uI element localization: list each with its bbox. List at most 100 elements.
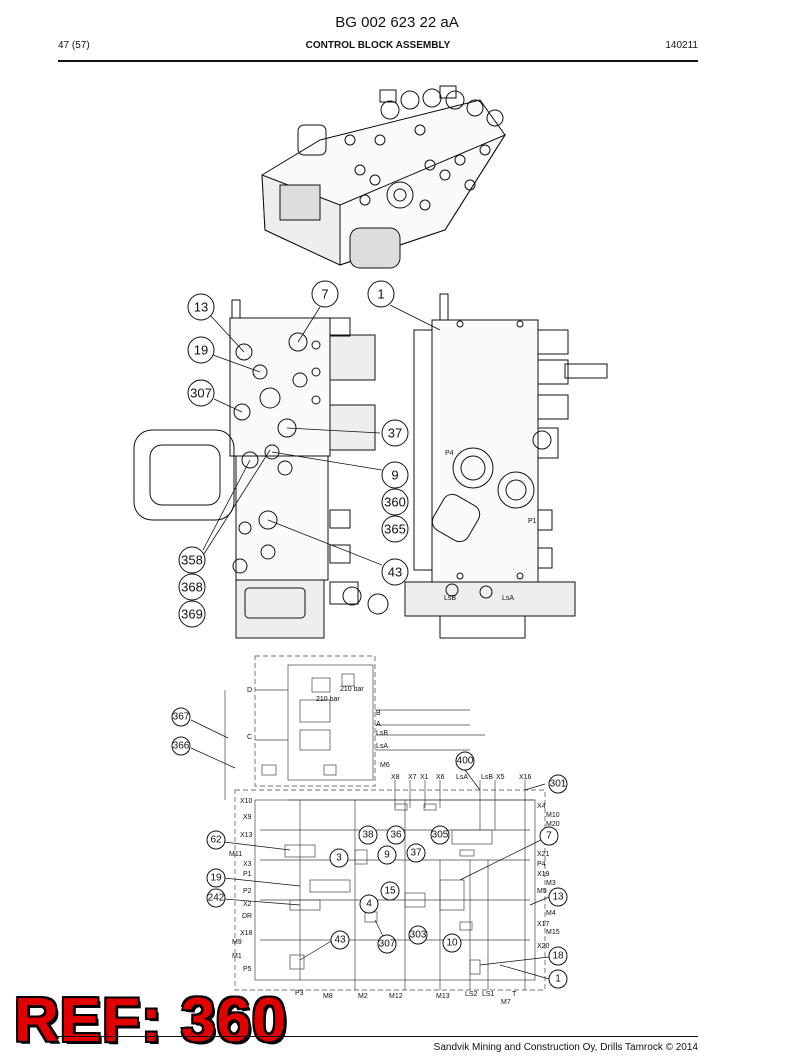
callout-13: 13 bbox=[187, 293, 215, 321]
callout-368: 368 bbox=[178, 573, 206, 601]
callout-9: 9 bbox=[381, 461, 409, 489]
schematic-callout-307: 307 bbox=[377, 934, 397, 954]
port-label: LsB bbox=[481, 774, 493, 781]
schematic-bottom-ports: P3 M8 M2 M12 M13 LS2 LS1 T M7 bbox=[295, 990, 517, 1006]
callout-360: 360 bbox=[381, 488, 409, 516]
callout-43: 43 bbox=[381, 558, 409, 586]
schematic-callout-1: 1 bbox=[548, 969, 568, 989]
port-label: LS1 bbox=[482, 991, 495, 998]
schematic-left-ports: D C X10 X9 X13 M11 X3 P1 P2 X2 DR X18 M9… bbox=[229, 687, 253, 973]
svg-text:400: 400 bbox=[457, 756, 474, 767]
svg-text:7: 7 bbox=[546, 831, 552, 842]
port-label: X18 bbox=[240, 930, 253, 937]
svg-text:365: 365 bbox=[384, 522, 406, 537]
port-label: X1 bbox=[420, 774, 429, 781]
port-label: B bbox=[376, 710, 381, 717]
header-row: 47 (57) CONTROL BLOCK ASSEMBLY 140211 bbox=[58, 40, 698, 56]
svg-text:367: 367 bbox=[173, 712, 190, 723]
port-label: P1 bbox=[243, 871, 252, 878]
svg-text:366: 366 bbox=[173, 741, 190, 752]
schematic-callout-303: 303 bbox=[408, 925, 428, 945]
svg-text:368: 368 bbox=[181, 580, 203, 595]
schematic-inner-ports: B A LsB LsA M6 bbox=[376, 710, 390, 769]
svg-text:360: 360 bbox=[384, 495, 406, 510]
document-number: BG 002 623 22 aA bbox=[335, 14, 459, 31]
callout-307: 307 bbox=[187, 379, 215, 407]
svg-text:36: 36 bbox=[390, 830, 402, 841]
svg-text:43: 43 bbox=[388, 565, 402, 580]
port-label: X7 bbox=[408, 774, 417, 781]
port-label: LsA bbox=[456, 774, 468, 781]
callout-369: 369 bbox=[178, 600, 206, 628]
port-label: M3 bbox=[546, 880, 556, 887]
svg-text:1: 1 bbox=[377, 287, 384, 302]
port-label-p4: P4 bbox=[445, 450, 454, 457]
schematic-callout-15: 15 bbox=[380, 881, 400, 901]
schematic-callout-62: 62 bbox=[206, 830, 226, 850]
svg-text:13: 13 bbox=[552, 892, 564, 903]
port-label: M20 bbox=[546, 821, 560, 828]
svg-text:305: 305 bbox=[432, 830, 449, 841]
schematic-pressure-labels: 210 bar 210 bar bbox=[316, 686, 364, 703]
port-label: X21 bbox=[537, 851, 550, 858]
port-label: X17 bbox=[537, 921, 550, 928]
port-label: P4 bbox=[537, 861, 546, 868]
svg-text:10: 10 bbox=[446, 938, 458, 949]
footer-divider bbox=[58, 1036, 698, 1037]
page-number: 47 (57) bbox=[58, 40, 90, 51]
schematic-callout-36: 36 bbox=[386, 825, 406, 845]
page-title: CONTROL BLOCK ASSEMBLY bbox=[305, 40, 451, 51]
port-label: LsA bbox=[376, 743, 388, 750]
port-label: M11 bbox=[229, 851, 242, 858]
schematic-callout-301: 301 bbox=[548, 774, 568, 794]
schematic-callout-9: 9 bbox=[377, 845, 397, 865]
port-label: M15 bbox=[546, 929, 560, 936]
svg-text:43: 43 bbox=[334, 935, 346, 946]
schematic-callout-305: 305 bbox=[430, 825, 450, 845]
schematic-callout-13: 13 bbox=[548, 887, 568, 907]
port-label: T bbox=[512, 991, 517, 998]
header-divider bbox=[58, 60, 698, 62]
svg-text:1: 1 bbox=[555, 974, 561, 985]
pressure-label: 210 bar bbox=[316, 696, 340, 703]
document-date: 140211 bbox=[665, 40, 698, 51]
schematic-right-ports: X4 M10 M20 X21 P4 X19 M3 M5 M4 X17 M15 X… bbox=[537, 803, 560, 950]
schematic-callout-10: 10 bbox=[442, 933, 462, 953]
schematic-callout-19: 19 bbox=[206, 868, 226, 888]
port-label: M7 bbox=[501, 999, 511, 1006]
port-label: LsB bbox=[376, 730, 388, 737]
isometric-view bbox=[261, 85, 507, 269]
callout-1: 1 bbox=[367, 280, 395, 308]
svg-text:13: 13 bbox=[194, 300, 208, 315]
schematic-callout-38: 38 bbox=[358, 825, 378, 845]
svg-text:7: 7 bbox=[321, 287, 328, 302]
side-view: LsB LsA P4 P1 bbox=[404, 293, 608, 639]
port-label: M4 bbox=[546, 910, 556, 917]
schematic-leader-lines bbox=[190, 719, 550, 980]
callout-365: 365 bbox=[381, 515, 409, 543]
callout-37: 37 bbox=[381, 419, 409, 447]
port-label: D bbox=[247, 687, 252, 694]
port-label: M2 bbox=[358, 993, 368, 1000]
svg-text:358: 358 bbox=[181, 553, 203, 568]
callout-7: 7 bbox=[311, 280, 339, 308]
port-label: M10 bbox=[546, 812, 560, 819]
schematic-callout-43: 43 bbox=[330, 930, 350, 950]
svg-text:19: 19 bbox=[194, 343, 208, 358]
schematic-callout-242: 242 bbox=[206, 888, 226, 908]
port-label: M13 bbox=[436, 993, 450, 1000]
svg-text:38: 38 bbox=[362, 830, 374, 841]
port-label: X20 bbox=[537, 943, 550, 950]
port-label: X16 bbox=[519, 774, 532, 781]
svg-text:37: 37 bbox=[410, 848, 422, 859]
port-label-lsb: LsB bbox=[444, 595, 456, 602]
port-label: X2 bbox=[243, 901, 252, 908]
port-label: X9 bbox=[243, 814, 252, 821]
port-label: M9 bbox=[232, 939, 242, 946]
assembly-leader-lines bbox=[202, 304, 441, 566]
pressure-label: 210 bar bbox=[340, 686, 364, 693]
svg-text:307: 307 bbox=[379, 939, 396, 950]
port-label: P5 bbox=[243, 966, 252, 973]
ref-badge: REF: 360 bbox=[14, 986, 288, 1055]
